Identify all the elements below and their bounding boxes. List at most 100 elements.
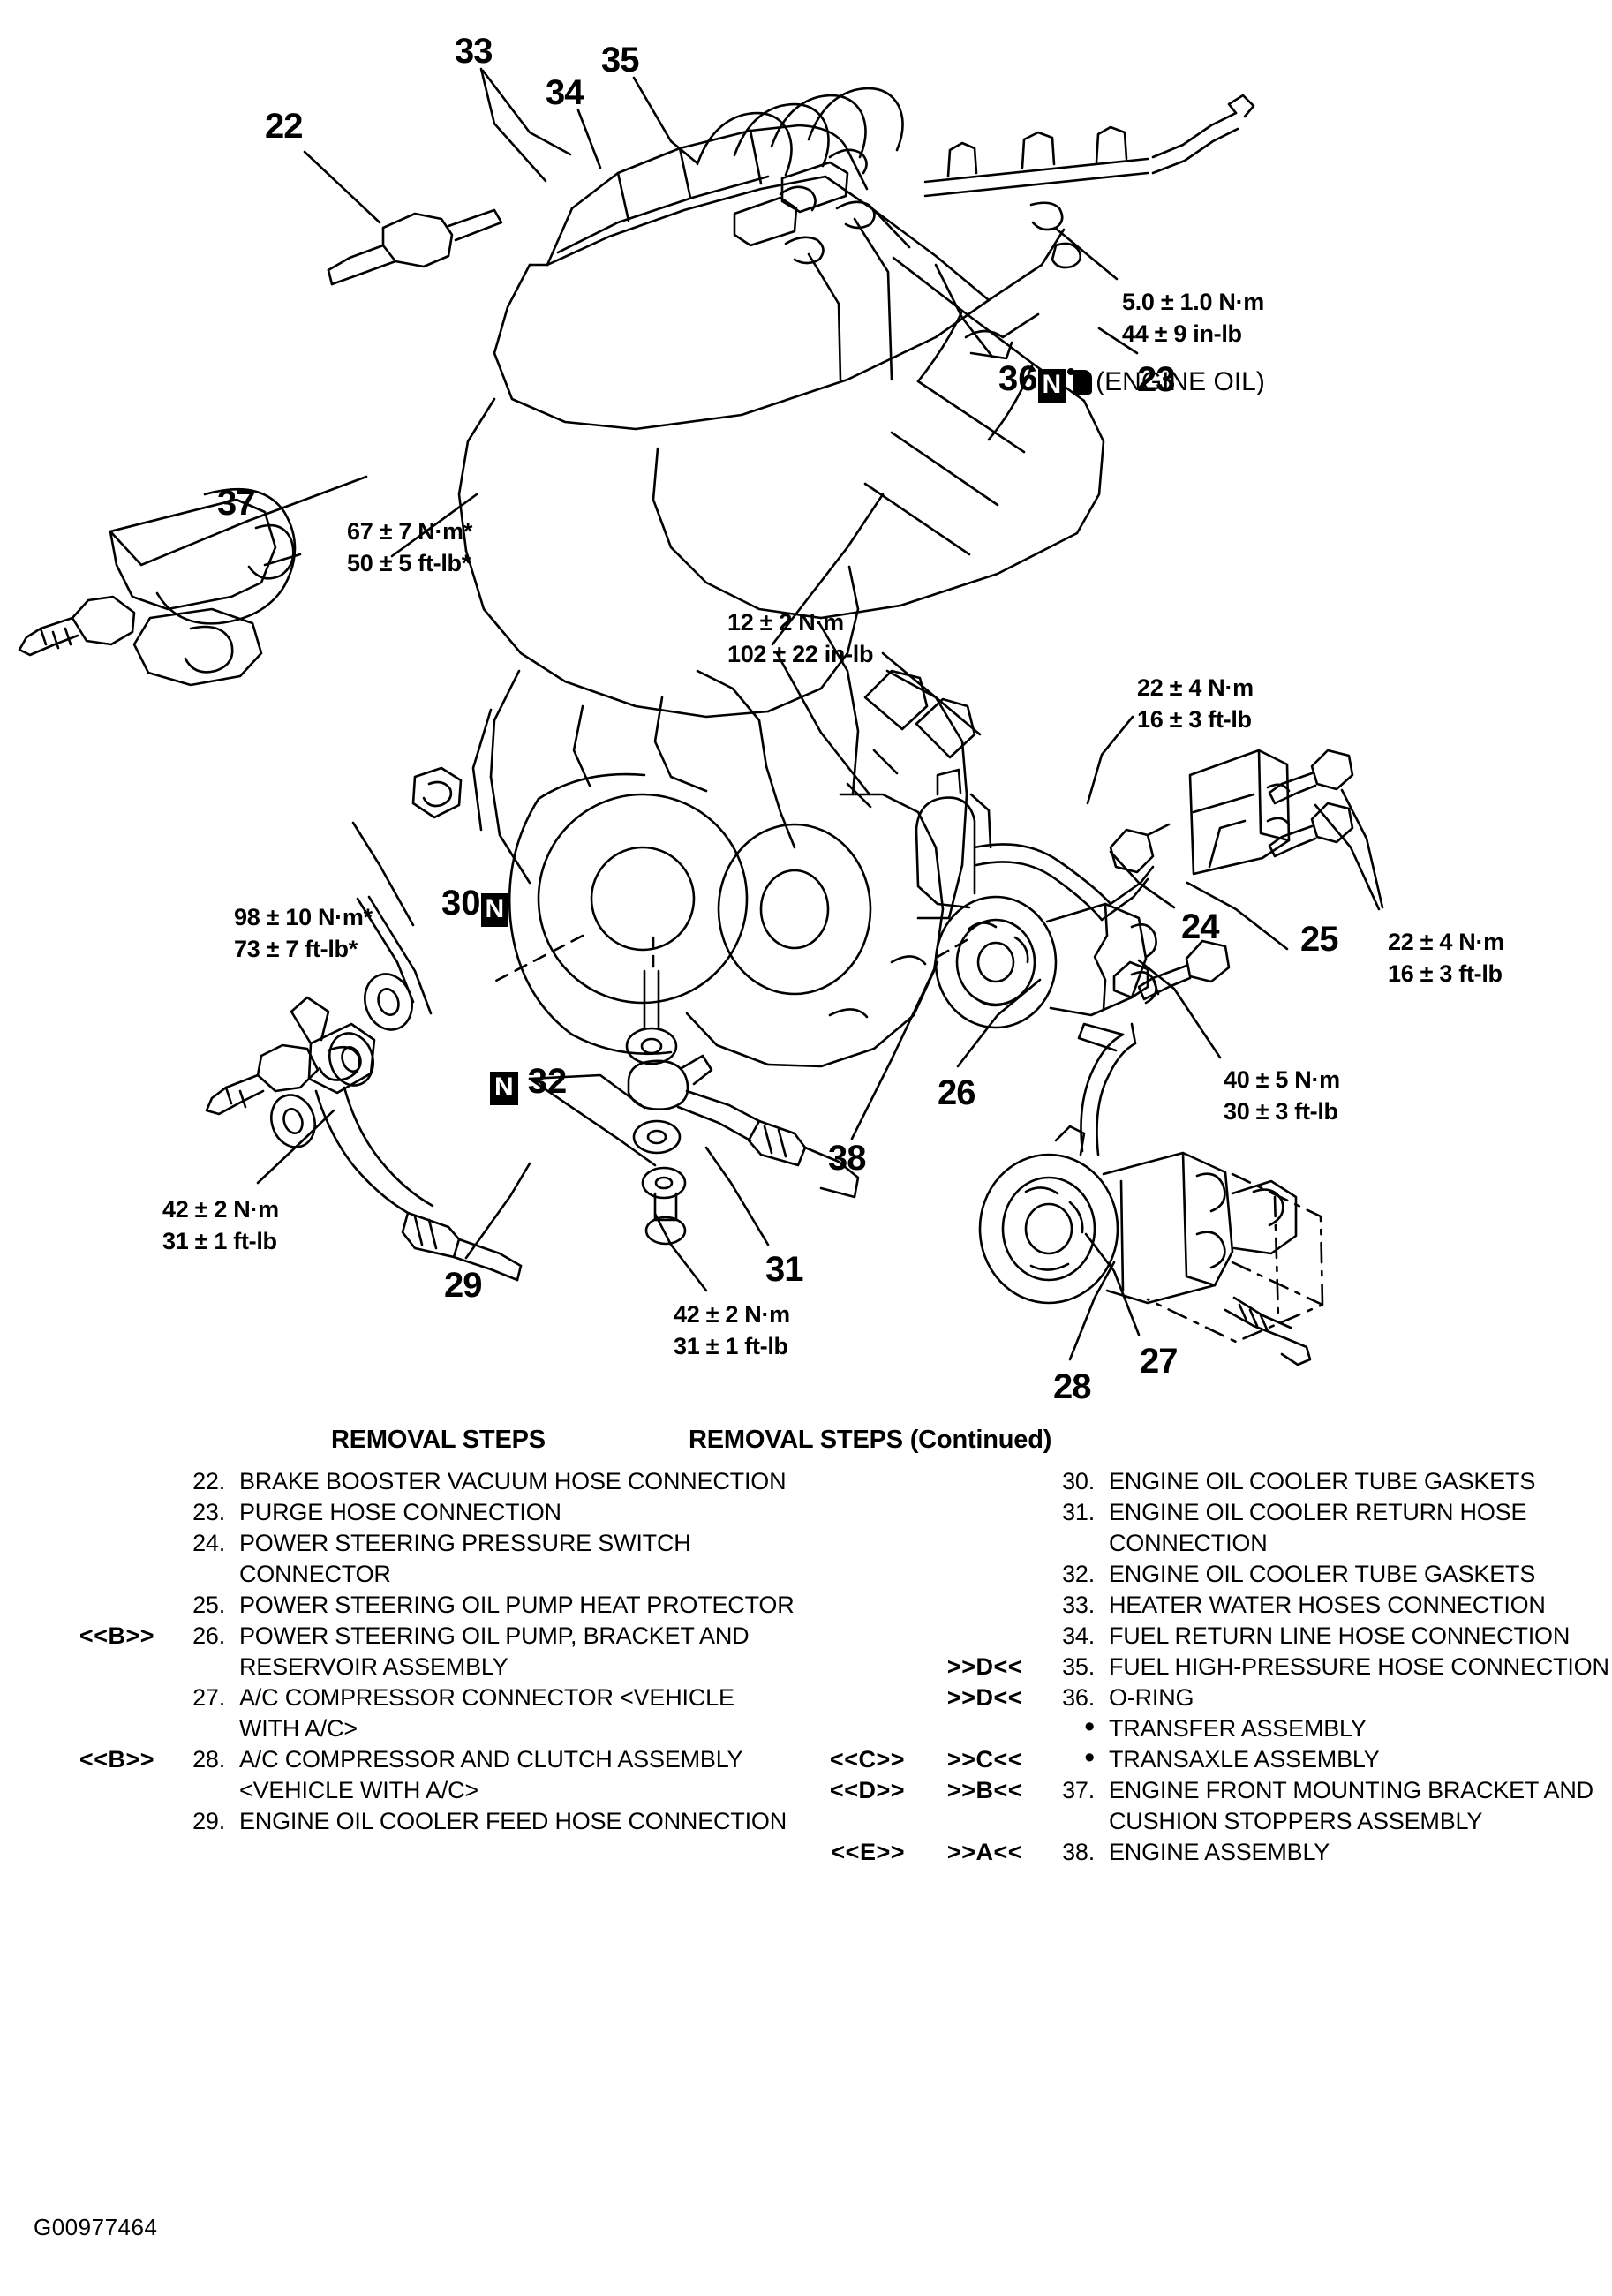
n-badge-icon: N <box>480 893 509 927</box>
step-bullet: • <box>1084 1741 1095 1774</box>
step-number: 29. <box>192 1808 225 1834</box>
list-item: 25. POWER STEERING OIL PUMP HEAT PROTECT… <box>0 1590 795 1621</box>
step-text: POWER STEERING OIL PUMP, BRACKET AND RES… <box>239 1622 750 1680</box>
step-number: 25. <box>192 1592 225 1618</box>
step-number: 37. <box>1062 1777 1095 1803</box>
callout-35: 35 <box>601 41 639 79</box>
torque-imperial: 30 ± 3 ft-lb <box>1224 1097 1338 1125</box>
torque-imperial: 102 ± 22 in-lb <box>727 640 874 667</box>
list-item: • TRANSFER ASSEMBLY <box>795 1710 1612 1744</box>
step-number: 38. <box>1062 1839 1095 1865</box>
process-mark: <<C>> <box>829 1746 905 1773</box>
step-text: FUEL RETURN LINE HOSE CONNECTION <box>1109 1622 1571 1649</box>
callout-22: 22 <box>265 107 303 146</box>
step-text: ENGINE OIL COOLER FEED HOSE CONNECTION <box>239 1808 787 1834</box>
callout-28: 28 <box>1053 1367 1091 1406</box>
list-item: <<C>> >>C<< • TRANSAXLE ASSEMBLY <box>795 1741 1612 1775</box>
list-item: >>D<< 35. FUEL HIGH-PRESSURE HOSE CONNEC… <box>795 1652 1612 1682</box>
torque-metric: 40 ± 5 N·m <box>1224 1066 1340 1093</box>
callout-38: 38 <box>828 1139 866 1178</box>
torque-spec-5nm: 5.0 ± 1.0 N·m 44 ± 9 in-lb <box>1122 287 1264 350</box>
step-text: A/C COMPRESSOR AND CLUTCH ASSEMBLY <VEHI… <box>239 1746 742 1803</box>
list-item: 33. HEATER WATER HOSES CONNECTION <box>795 1590 1612 1621</box>
install-mark: >>D<< <box>946 1653 1022 1680</box>
torque-metric: 22 ± 4 N·m <box>1388 929 1504 955</box>
list-item: 32. ENGINE OIL COOLER TUBE GASKETS <box>795 1559 1612 1590</box>
removal-steps-right-rows: 30. ENGINE OIL COOLER TUBE GASKETS 31. E… <box>795 1466 1612 1868</box>
install-mark: >>D<< <box>946 1684 1022 1711</box>
torque-spec-22nm-right: 22 ± 4 N·m 16 ± 3 ft-lb <box>1388 927 1504 990</box>
step-number: 36. <box>1062 1684 1095 1711</box>
callout-26: 26 <box>938 1073 975 1112</box>
step-text: ENGINE OIL COOLER TUBE GASKETS <box>1109 1468 1536 1494</box>
engine-oil-label: (ENGINE OIL) <box>1096 367 1265 396</box>
step-text: ENGINE OIL COOLER RETURN HOSE CONNECTION <box>1109 1499 1527 1556</box>
torque-spec-42nm-left: 42 ± 2 N·m 31 ± 1 ft-lb <box>162 1194 279 1257</box>
step-number: 32. <box>1062 1561 1095 1587</box>
process-mark: <<B>> <box>79 1622 154 1649</box>
callout-31: 31 <box>765 1250 803 1289</box>
n-badge-icon: N <box>490 1072 518 1105</box>
callout-24: 24 <box>1181 907 1219 946</box>
step-number: 33. <box>1062 1592 1095 1618</box>
list-item: 23. PURGE HOSE CONNECTION <box>0 1497 795 1528</box>
step-number: 30. <box>1062 1468 1095 1494</box>
list-item: >>D<< 36. O-RING <box>795 1682 1612 1713</box>
torque-spec-98nm: 98 ± 10 N·m* 73 ± 7 ft-lb* <box>234 902 373 965</box>
step-number: 28. <box>192 1746 225 1773</box>
install-mark: >>A<< <box>946 1839 1022 1865</box>
step-text: POWER STEERING PRESSURE SWITCH CONNECTOR <box>239 1530 691 1587</box>
callout-37: 37 <box>217 484 255 523</box>
torque-metric: 42 ± 2 N·m <box>674 1301 790 1328</box>
callout-34: 34 <box>546 73 584 112</box>
torque-metric: 12 ± 2 N·m <box>727 609 844 636</box>
torque-spec-22nm-left: 22 ± 4 N·m 16 ± 3 ft-lb <box>1137 673 1254 735</box>
torque-imperial: 31 ± 1 ft-lb <box>674 1332 788 1359</box>
torque-spec-12nm: 12 ± 2 N·m 102 ± 22 in-lb <box>727 607 873 670</box>
torque-metric: 98 ± 10 N·m* <box>234 904 373 930</box>
install-mark: >>B<< <box>946 1777 1022 1803</box>
torque-metric: 67 ± 7 N·m* <box>347 518 473 545</box>
list-item: 34. FUEL RETURN LINE HOSE CONNECTION <box>795 1621 1612 1652</box>
torque-imperial: 50 ± 5 ft-lb* <box>347 549 471 576</box>
torque-imperial: 31 ± 1 ft-lb <box>162 1227 277 1254</box>
figure-id: G00977464 <box>34 2214 158 2240</box>
n-badge-icon: N <box>1037 369 1066 403</box>
torque-spec-40nm: 40 ± 5 N·m 30 ± 3 ft-lb <box>1224 1065 1340 1127</box>
step-text: A/C COMPRESSOR CONNECTOR <VEHICLE WITH A… <box>239 1684 734 1742</box>
step-text: ENGINE FRONT MOUNTING BRACKET AND CUSHIO… <box>1109 1777 1593 1834</box>
step-bullet: • <box>1084 1710 1095 1743</box>
list-item: 30. ENGINE OIL COOLER TUBE GASKETS <box>795 1466 1612 1497</box>
step-number: 22. <box>192 1468 225 1494</box>
callout-29: 29 <box>444 1266 482 1305</box>
step-number: 34. <box>1062 1622 1095 1649</box>
torque-imperial: 16 ± 3 ft-lb <box>1137 705 1252 733</box>
list-item: 24. POWER STEERING PRESSURE SWITCH CONNE… <box>0 1528 795 1590</box>
list-item: <<B>> 26. POWER STEERING OIL PUMP, BRACK… <box>0 1621 795 1682</box>
callout-32-number: 32 <box>527 1062 568 1101</box>
torque-metric: 5.0 ± 1.0 N·m <box>1122 289 1264 315</box>
callout-32-nut-badge: N 32 <box>490 1064 567 1105</box>
step-text: POWER STEERING OIL PUMP HEAT PROTECTOR <box>239 1592 795 1618</box>
step-text: PURGE HOSE CONNECTION <box>239 1499 561 1525</box>
list-item: 31. ENGINE OIL COOLER RETURN HOSE CONNEC… <box>795 1497 1612 1559</box>
step-text: BRAKE BOOSTER VACUUM HOSE CONNECTION <box>239 1468 787 1494</box>
step-number: 31. <box>1062 1499 1095 1525</box>
removal-steps-heading: REMOVAL STEPS <box>331 1426 546 1454</box>
process-mark: <<D>> <box>829 1777 905 1803</box>
torque-imperial: 16 ± 3 ft-lb <box>1388 960 1503 987</box>
list-item: <<B>> 28. A/C COMPRESSOR AND CLUTCH ASSE… <box>0 1744 795 1806</box>
list-item: <<D>> >>B<< 37. ENGINE FRONT MOUNTING BR… <box>795 1775 1612 1837</box>
step-number: 35. <box>1062 1653 1095 1680</box>
torque-metric: 42 ± 2 N·m <box>162 1196 279 1223</box>
removal-steps-lists: REMOVAL STEPS 22. BRAKE BOOSTER VACUUM H… <box>0 1426 1612 2220</box>
step-number: 23. <box>192 1499 225 1525</box>
step-text: TRANSAXLE ASSEMBLY <box>1109 1746 1380 1773</box>
list-item: 27. A/C COMPRESSOR CONNECTOR <VEHICLE WI… <box>0 1682 795 1744</box>
step-text: ENGINE OIL COOLER TUBE GASKETS <box>1109 1561 1536 1587</box>
torque-spec-67nm: 67 ± 7 N·m* 50 ± 5 ft-lb* <box>347 516 472 579</box>
